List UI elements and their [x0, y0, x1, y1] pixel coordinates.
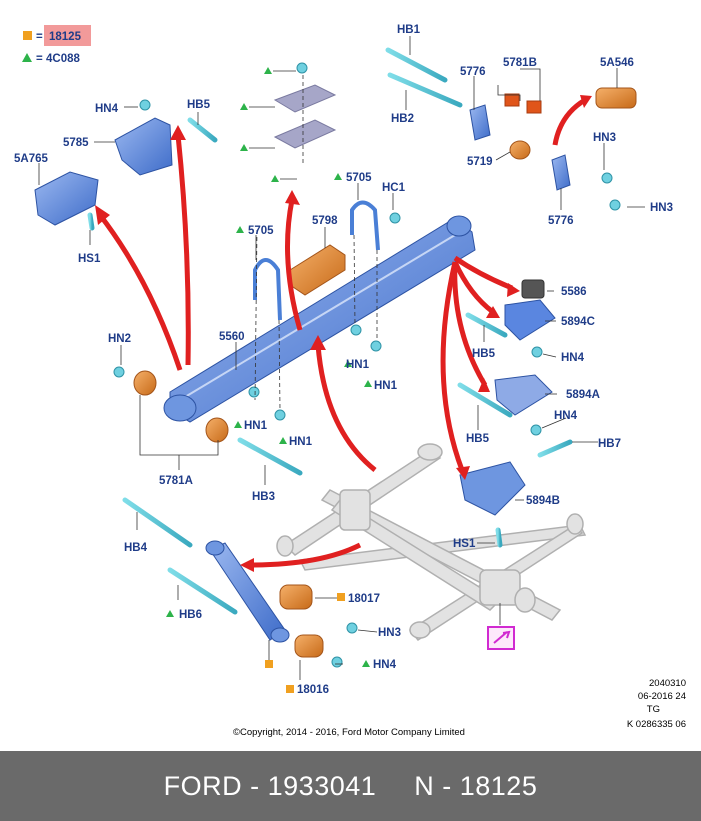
shock-bushings: [279, 584, 324, 658]
info-line-4: K 0286335 06: [627, 719, 686, 730]
callout-HN1-c: HN1: [244, 420, 268, 432]
callout-18017: 18017: [348, 593, 380, 605]
leaf-spring-5560: [163, 215, 476, 423]
callout-HN4-top: HN4: [95, 103, 119, 115]
callout-5A546: 5A546: [600, 57, 634, 69]
legend-highlight: [44, 25, 91, 46]
arrow-heads: [95, 95, 592, 572]
callout-5776-bot: 5776: [548, 215, 574, 227]
callout-5719: 5719: [467, 156, 493, 168]
callout-HS1-top: HS1: [78, 253, 101, 265]
callout-5586: 5586: [561, 286, 587, 298]
callout-HB7: HB7: [598, 438, 621, 450]
info-line-1: 2040310: [649, 678, 686, 689]
shackle-parts: [469, 87, 637, 191]
footer-reference: N - 18125: [414, 770, 538, 801]
nuts: [113, 62, 621, 668]
assembly-arrows: [98, 97, 587, 568]
shock-absorber: [205, 540, 290, 643]
info-line-2: 06-2016 24: [638, 691, 686, 702]
callout-HN1-d: HN1: [289, 436, 313, 448]
callout-HC1: HC1: [382, 182, 406, 194]
u-bolts-5705: [253, 200, 380, 321]
footer-bar: FORD - 1933041 N - 18125: [0, 751, 701, 821]
callout-5705-a: 5705: [248, 225, 274, 237]
square-markers: [265, 593, 345, 693]
callout-labels: HB1 HB2 5776 5781B 5A546 HN3 5719 5776 H…: [14, 24, 673, 696]
legend-square-icon: [23, 31, 32, 40]
footer-part-number: FORD - 1933041: [163, 770, 377, 801]
callout-5781B: 5781B: [503, 57, 537, 69]
shim-plates: [273, 84, 337, 149]
bracket-5785: [114, 117, 173, 176]
callout-5781A: 5781A: [159, 475, 193, 487]
legend-square-code: 18125: [49, 31, 82, 43]
callout-HB5-low: HB5: [466, 433, 490, 445]
rear-axle-frame: [276, 443, 587, 642]
callout-5894A: 5894A: [566, 389, 600, 401]
info-block: 2040310 06-2016 24 TG K 0286335 06: [627, 678, 686, 730]
callout-HB5-mid: HB5: [472, 348, 496, 360]
callout-HN2: HN2: [108, 333, 131, 345]
callout-5A765: 5A765: [14, 153, 48, 165]
callout-5785: 5785: [63, 137, 89, 149]
callout-5560: 5560: [219, 331, 245, 343]
callout-HN3-b: HN3: [650, 202, 673, 214]
callout-5705-b: 5705: [346, 172, 372, 184]
callout-HB6: HB6: [179, 609, 202, 621]
callout-HB1: HB1: [397, 24, 421, 36]
callout-5798: 5798: [312, 215, 338, 227]
callout-HN1-a: HN1: [346, 359, 370, 371]
brackets-right: [459, 279, 556, 516]
legend-square-equals: =: [36, 31, 43, 43]
callout-HB3: HB3: [252, 491, 275, 503]
bushings-5781A: [133, 370, 229, 443]
callout-5776-top: 5776: [460, 66, 486, 78]
callout-5894C: 5894C: [561, 316, 595, 328]
leader-lines: [38, 36, 645, 680]
exploded-parts-diagram: = 18125 = 4C088: [14, 24, 686, 738]
info-line-3: TG: [647, 704, 660, 715]
legend-triangle-equals: =: [36, 53, 43, 65]
callout-18016: 18016: [297, 684, 329, 696]
callout-HB5-top: HB5: [187, 99, 211, 111]
triangle-markers: [166, 67, 372, 667]
callout-HN4-mid: HN4: [561, 352, 585, 364]
legend-triangle-icon: [22, 53, 32, 62]
callout-5894B: 5894B: [526, 495, 560, 507]
legend-triangle-code: 4C088: [46, 53, 80, 65]
callout-HB4: HB4: [124, 542, 148, 554]
bolts: [87, 47, 573, 615]
callout-HB2: HB2: [391, 113, 414, 125]
callout-HN4-low: HN4: [554, 410, 578, 422]
axle-pad-5798: [289, 244, 346, 296]
triangle-leader-lines: [249, 70, 297, 180]
legend: = 18125 = 4C088: [22, 25, 91, 65]
wrench-icon: [487, 626, 515, 650]
callout-HN4-bottom: HN4: [373, 659, 397, 671]
callout-HN3-a: HN3: [593, 132, 616, 144]
callout-HN1-b: HN1: [374, 380, 398, 392]
callout-HS1-low: HS1: [453, 538, 476, 550]
callout-HN3-low: HN3: [378, 627, 401, 639]
copyright-text: ©Copyright, 2014 - 2016, Ford Motor Comp…: [233, 727, 465, 738]
